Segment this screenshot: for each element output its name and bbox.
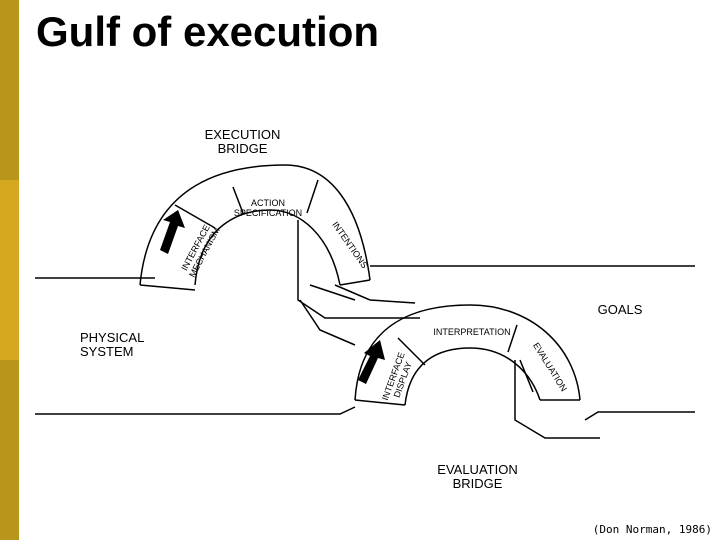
evaluation-pillar bbox=[514, 360, 600, 439]
evaluation-bridge-outer bbox=[354, 304, 581, 401]
evaluation-bridge-divider-3 bbox=[519, 359, 534, 393]
evaluation-bridge-divider-1 bbox=[397, 337, 426, 366]
physical-system-line-1: PHYSICAL bbox=[80, 330, 145, 345]
execution-bridge-deck-right bbox=[339, 279, 371, 286]
execution-bridge-divider-3 bbox=[306, 179, 319, 214]
sidebar-accent-bar bbox=[0, 0, 19, 540]
evaluation-bridge-inner bbox=[404, 347, 541, 406]
ground-lower-left bbox=[35, 406, 356, 415]
physical-system-line-2: SYSTEM bbox=[80, 344, 134, 359]
connecting-ramp-top bbox=[334, 284, 416, 304]
ground-lower-right bbox=[584, 411, 695, 421]
sidebar-segment-middle bbox=[0, 180, 19, 360]
credit-caption: (Don Norman, 1986) bbox=[592, 523, 712, 536]
execution-bridge-deck-left bbox=[139, 284, 196, 291]
evaluation-bridge-label: EVALUATION BRIDGE bbox=[425, 463, 530, 491]
action-specification-label: ACTION SPECIFICATION bbox=[222, 198, 314, 218]
sidebar-segment-top bbox=[0, 0, 19, 180]
execution-bridge-label: EXECUTION BRIDGE bbox=[195, 128, 290, 156]
execution-arrow-icon bbox=[160, 210, 185, 254]
page-title: Gulf of execution bbox=[36, 8, 380, 55]
execution-bridge-inner bbox=[194, 209, 341, 286]
sidebar-segment-bottom bbox=[0, 360, 19, 540]
execution-bridge-divider-2 bbox=[232, 186, 244, 214]
action-specification-line-1: ACTION bbox=[250, 198, 285, 208]
execution-bridge-line-1: EXECUTION bbox=[204, 127, 281, 142]
evaluation-bridge-line-1: EVALUATION bbox=[437, 462, 518, 477]
execution-bridge-outer bbox=[139, 164, 371, 286]
execution-bridge-line-2: BRIDGE bbox=[217, 141, 268, 156]
goals-label: GOALS bbox=[597, 302, 643, 317]
evaluation-bridge-deck-left bbox=[354, 399, 406, 406]
execution-pillar bbox=[297, 220, 420, 319]
connecting-ramp-bottom bbox=[299, 299, 356, 346]
action-specification-line-2: SPECIFICATION bbox=[233, 208, 303, 218]
execution-pillar-back bbox=[309, 284, 356, 301]
interpretation-label: INTERPRETATION bbox=[433, 327, 511, 337]
evaluation-bridge-divider-2 bbox=[507, 324, 518, 353]
physical-system-label: PHYSICAL SYSTEM bbox=[80, 331, 155, 359]
execution-bridge-divider-1 bbox=[174, 204, 216, 229]
evaluation-bridge-line-2: BRIDGE bbox=[452, 476, 503, 491]
evaluation-arrow-icon bbox=[358, 340, 385, 384]
